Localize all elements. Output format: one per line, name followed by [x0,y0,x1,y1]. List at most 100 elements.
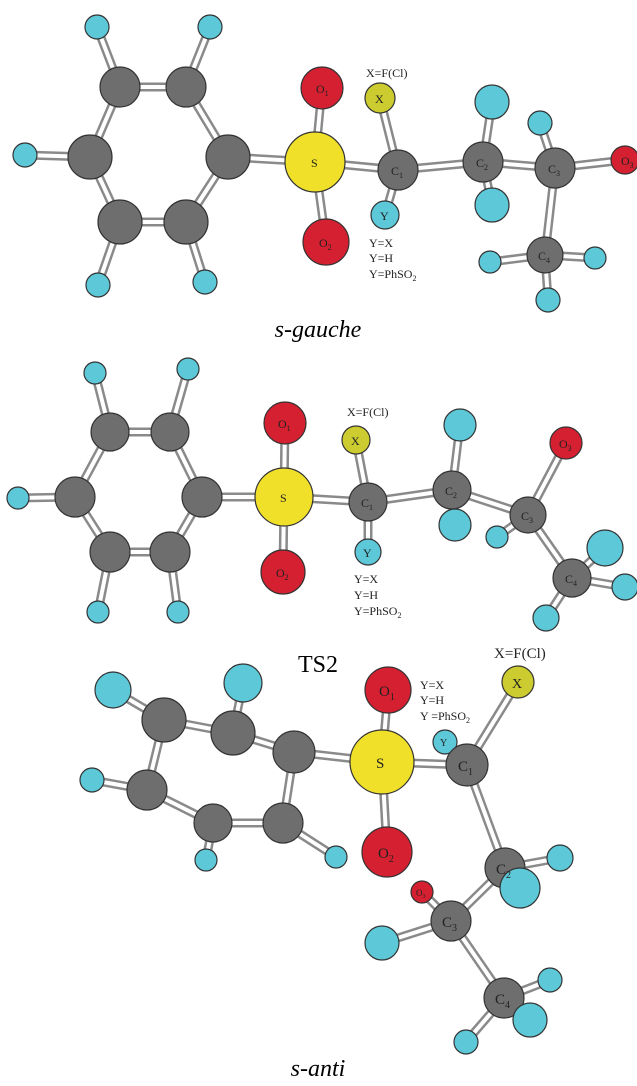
y-option-3: Y=PhSO2 [354,604,401,620]
c3-label: C3 [521,509,533,525]
carbon-c3-atom [509,496,547,534]
carbon-c1-atom [377,149,419,191]
carbon-atom [141,697,187,743]
sulfur-atom [349,729,415,795]
hydrogen-atom [537,967,563,993]
panel-caption: s-gauche [275,317,362,343]
panel-caption: s-anti [291,1056,346,1082]
x-definition-label: X=F(Cl) [347,405,388,419]
carbon-c4-atom [483,977,525,1019]
panel-s-anti: X=F(Cl) X Y Y=X Y=H Y =PhSO2 O1 O2 S C1 … [79,646,574,1082]
hydrogen-atom [485,525,509,549]
oxygen-o1-atom [300,66,344,110]
hydrogen-atom [84,14,110,40]
oxygen-o1-atom [364,666,412,714]
y-atom [370,200,400,230]
x-label: X [375,92,384,106]
hydrogen-atom [499,867,541,909]
hydrogen-atom [438,508,472,542]
hydrogen-atom [192,269,218,295]
oxygen-o2-atom [260,549,306,595]
panel-caption: TS2 [298,652,338,678]
hydrogen-atom [223,663,263,703]
oxygen-o2-atom [302,218,350,266]
oxygen-o3-atom [549,426,583,460]
y-option-3: Y=PhSO2 [369,267,416,283]
x-atom [501,665,535,699]
hydrogen-atom [79,767,105,793]
x-definition-label: X=F(Cl) [366,66,407,80]
s-label: S [376,756,384,772]
o3-label: O3 [416,888,426,900]
hydrogen-atom [324,845,348,869]
x-atom [364,82,396,114]
hydrogen-atom [586,529,624,567]
carbon-atom [262,802,304,844]
c1-label: C1 [458,759,473,778]
y-option-1: Y=X [354,572,378,586]
y-label: Y [380,209,389,223]
oxygen-o2-atom [361,826,413,878]
c4-label: C4 [565,572,577,588]
hydrogen-atom [197,14,223,40]
hydrogen-atom [478,250,502,274]
carbon-atom [89,531,131,573]
carbon-c1-atom [348,482,388,522]
carbon-atom [126,769,168,811]
carbon-c3-atom [534,147,576,189]
o2-label: O2 [378,846,394,865]
carbon-c1-atom [445,743,489,787]
carbon-c4-atom [526,236,564,274]
y-option-3: Y =PhSO2 [420,709,470,725]
hydrogen-atom [532,604,560,632]
c3-label: C3 [442,915,457,934]
y-atom [432,729,458,755]
x-definition-label: X=F(Cl) [494,646,546,662]
carbon-atom [150,412,190,452]
o2-label: O2 [276,566,289,582]
carbon-atom [165,66,207,108]
carbon-c3-atom [430,900,472,942]
hydrogen-atom [364,925,400,961]
y-option-1: Y=X [420,678,444,692]
oxygen-o3-atom [610,145,637,175]
hydrogen-atom [85,272,111,298]
hydrogen-atom [583,246,607,270]
o1-label: O1 [278,417,291,433]
carbon-atom [210,710,256,756]
hydrogen-atom [83,361,107,385]
hydrogen-atom [453,1029,479,1055]
carbon-atom [99,66,141,108]
c4-label: C4 [538,249,550,265]
y-option-2: Y=H [369,251,393,265]
sulfur-atom [254,467,314,527]
o3-label: O3 [559,437,572,453]
hydrogen-atom [86,600,110,624]
hydrogen-atom [176,357,200,381]
hydrogen-atom [611,573,637,601]
carbon-atom [149,531,191,573]
hydrogen-atom [6,486,30,510]
o1-label: O1 [316,82,329,98]
c2-label: C2 [445,484,457,500]
sulfur-atom [284,131,346,193]
hydrogen-atom [194,848,218,872]
o2-label: O2 [319,236,332,252]
carbon-c2-atom [462,141,504,183]
carbon-atom [205,134,251,180]
s-label: S [311,156,318,170]
c1-label: C1 [361,496,373,512]
hydrogen-atom [166,600,190,624]
carbon-c4-atom [552,558,592,598]
carbon-atom [54,476,96,518]
hydrogen-atom [12,142,38,168]
carbon-atom [97,199,143,245]
carbon-atom [272,730,316,774]
x-label: X [512,677,522,692]
x-atom [341,425,371,455]
o1-label: O1 [379,684,395,703]
hydrogen-atom [546,844,574,872]
y-atom [354,538,382,566]
y-label: Y [440,738,447,749]
